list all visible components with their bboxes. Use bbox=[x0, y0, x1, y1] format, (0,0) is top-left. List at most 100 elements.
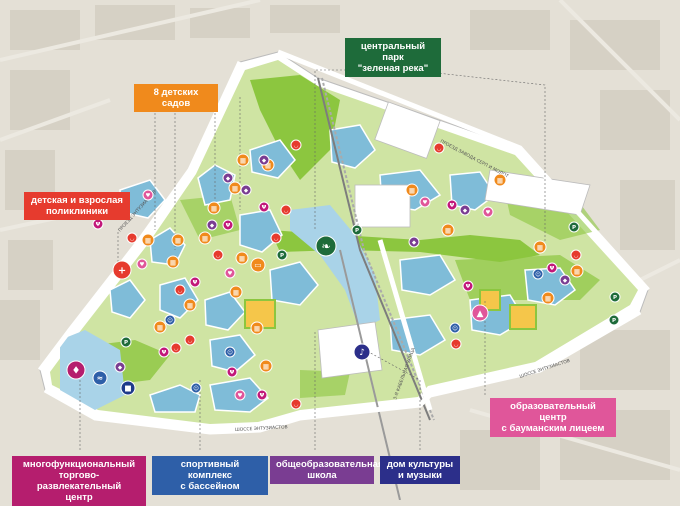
parking-icon[interactable]: P bbox=[276, 249, 288, 261]
health-icon[interactable]: ♥ bbox=[142, 189, 154, 201]
kindergarten-icon[interactable]: ▦ bbox=[235, 251, 249, 265]
basket-icon[interactable]: ◡ bbox=[174, 284, 186, 296]
dog-walking-icon[interactable]: ◆ bbox=[408, 236, 420, 248]
kindergarten-icon[interactable]: ▦ bbox=[250, 321, 264, 335]
basket-icon[interactable]: ◡ bbox=[126, 232, 138, 244]
health-icon[interactable]: ♥ bbox=[136, 258, 148, 270]
kindergarten-icon[interactable]: ▦ bbox=[259, 359, 273, 373]
callout-polyclinic[interactable]: детская и взрослая поликлиники bbox=[24, 192, 130, 220]
callout-culture[interactable]: дом культуры и музыки bbox=[380, 456, 460, 484]
svg-text:Ψ: Ψ bbox=[260, 393, 265, 399]
svg-text:Ψ: Ψ bbox=[96, 222, 101, 228]
svg-text:≈: ≈ bbox=[97, 374, 103, 383]
kindergarten-icon[interactable]: ▦ bbox=[533, 240, 547, 254]
basket-icon[interactable]: ◡ bbox=[170, 342, 182, 354]
kindergarten-icon[interactable]: ▦ bbox=[171, 233, 185, 247]
cafe-icon[interactable]: Ψ bbox=[462, 280, 474, 292]
basket-icon[interactable]: ◡ bbox=[290, 139, 302, 151]
kindergarten-icon[interactable]: ▦ bbox=[228, 181, 242, 195]
callout-kindergartens[interactable]: 8 детских садов bbox=[134, 84, 218, 112]
kindergarten-icon[interactable]: ▦ bbox=[493, 173, 507, 187]
svg-text:Ψ: Ψ bbox=[230, 370, 235, 376]
callout-central-park[interactable]: центральный парк "зеленая река" bbox=[345, 38, 441, 77]
svg-text:▦: ▦ bbox=[145, 236, 151, 244]
health-icon[interactable]: ♥ bbox=[234, 389, 246, 401]
basket-icon[interactable]: ◡ bbox=[280, 204, 292, 216]
health-icon[interactable]: ♥ bbox=[224, 267, 236, 279]
parking-icon[interactable]: P bbox=[608, 314, 620, 326]
parking-icon[interactable]: P bbox=[120, 336, 132, 348]
callout-education-center[interactable]: образовательный центр с бауманским лицее… bbox=[490, 398, 616, 437]
parking-icon[interactable]: P bbox=[609, 291, 621, 303]
leaf-icon[interactable]: ❧ bbox=[315, 235, 337, 257]
svg-text:▦: ▦ bbox=[265, 161, 271, 169]
kindergarten-icon[interactable]: ▦ bbox=[570, 264, 584, 278]
dog-walking-icon[interactable]: ◆ bbox=[240, 184, 252, 196]
basket-icon[interactable]: ◡ bbox=[212, 249, 224, 261]
graduation-cap-icon[interactable]: ▲ bbox=[471, 304, 489, 322]
cafe-icon[interactable]: Ψ bbox=[256, 389, 268, 401]
parking-icon[interactable]: P bbox=[568, 221, 580, 233]
medical-cross-icon[interactable]: + bbox=[112, 260, 132, 280]
cafe-icon[interactable]: Ψ bbox=[222, 219, 234, 231]
basket-icon[interactable]: ◡ bbox=[570, 249, 582, 261]
basket-icon[interactable]: ◡ bbox=[290, 398, 302, 410]
dog-walking-icon[interactable]: ◆ bbox=[222, 172, 234, 184]
svg-text:◆: ◆ bbox=[563, 278, 568, 284]
kindergarten-icon[interactable]: ▦ bbox=[198, 231, 212, 245]
dog-walking-icon[interactable]: ◆ bbox=[459, 204, 471, 216]
dog-walking-icon[interactable]: ◆ bbox=[559, 274, 571, 286]
svg-text:▦: ▦ bbox=[537, 243, 543, 251]
health-icon[interactable]: ♥ bbox=[482, 206, 494, 218]
cafe-icon[interactable]: Ψ bbox=[546, 262, 558, 274]
culture-label-line1: дом культуры bbox=[386, 459, 454, 470]
dog-walking-icon[interactable]: ◆ bbox=[114, 361, 126, 373]
cafe-icon[interactable]: Ψ bbox=[158, 346, 170, 358]
book-icon[interactable]: ▭ bbox=[250, 257, 266, 273]
cafe-icon[interactable]: Ψ bbox=[226, 366, 238, 378]
svg-text:P: P bbox=[280, 253, 284, 259]
playground-icon[interactable]: ☺ bbox=[190, 382, 202, 394]
basket-icon[interactable]: ◡ bbox=[184, 334, 196, 346]
svg-text:▭: ▭ bbox=[254, 261, 261, 270]
svg-text:▦: ▦ bbox=[545, 294, 551, 302]
music-icon[interactable]: ♪ bbox=[353, 343, 371, 361]
kindergarten-icon[interactable]: ▦ bbox=[405, 183, 419, 197]
cafe-icon[interactable]: Ψ bbox=[92, 218, 104, 230]
cafe-icon[interactable]: Ψ bbox=[446, 199, 458, 211]
kindergarten-icon[interactable]: ▦ bbox=[541, 291, 555, 305]
kindergarten-icon[interactable]: ▦ bbox=[166, 255, 180, 269]
callout-sports[interactable]: спортивный комплекс с бассейном bbox=[152, 456, 268, 495]
dog-walking-icon[interactable]: ◆ bbox=[206, 219, 218, 231]
basket-icon[interactable]: ◡ bbox=[433, 142, 445, 154]
school-label-line1: общеобразовательная bbox=[276, 459, 384, 470]
basket-icon[interactable]: ◡ bbox=[270, 232, 282, 244]
cafe-icon[interactable]: Ψ bbox=[258, 201, 270, 213]
svg-text:◡: ◡ bbox=[130, 236, 135, 242]
playground-icon[interactable]: ☺ bbox=[224, 346, 236, 358]
dog-walking-icon[interactable]: ◆ bbox=[258, 154, 270, 166]
playground-icon[interactable]: ☺ bbox=[164, 314, 176, 326]
mall-icon[interactable]: ♦ bbox=[66, 360, 86, 380]
svg-text:☺: ☺ bbox=[167, 317, 173, 324]
kindergarten-icon[interactable]: ▦ bbox=[153, 320, 167, 334]
svg-text:▦: ▦ bbox=[409, 186, 415, 194]
kindergarten-icon[interactable]: ▦ bbox=[236, 153, 250, 167]
playground-icon[interactable]: ☺ bbox=[532, 268, 544, 280]
school-icon[interactable]: ■ bbox=[120, 380, 136, 396]
parking-icon[interactable]: P bbox=[351, 224, 363, 236]
basket-icon[interactable]: ◡ bbox=[450, 338, 462, 350]
kindergarten-icon[interactable]: ▦ bbox=[229, 285, 243, 299]
kindergarten-icon[interactable]: ▦ bbox=[207, 201, 221, 215]
cafe-icon[interactable]: Ψ bbox=[189, 276, 201, 288]
playground-icon[interactable]: ☺ bbox=[449, 322, 461, 334]
kindergarten-icon[interactable]: ▦ bbox=[183, 298, 197, 312]
kindergarten-icon[interactable]: ▦ bbox=[441, 223, 455, 237]
callout-school[interactable]: общеобразовательная школа bbox=[270, 456, 384, 484]
svg-text:◡: ◡ bbox=[454, 342, 459, 348]
svg-text:▦: ▦ bbox=[211, 204, 217, 212]
health-icon[interactable]: ♥ bbox=[419, 196, 431, 208]
swimming-icon[interactable]: ≈ bbox=[92, 370, 108, 386]
kindergarten-icon[interactable]: ▦ bbox=[141, 233, 155, 247]
callout-mall[interactable]: многофункциональный торгово-развлекатель… bbox=[12, 456, 146, 506]
